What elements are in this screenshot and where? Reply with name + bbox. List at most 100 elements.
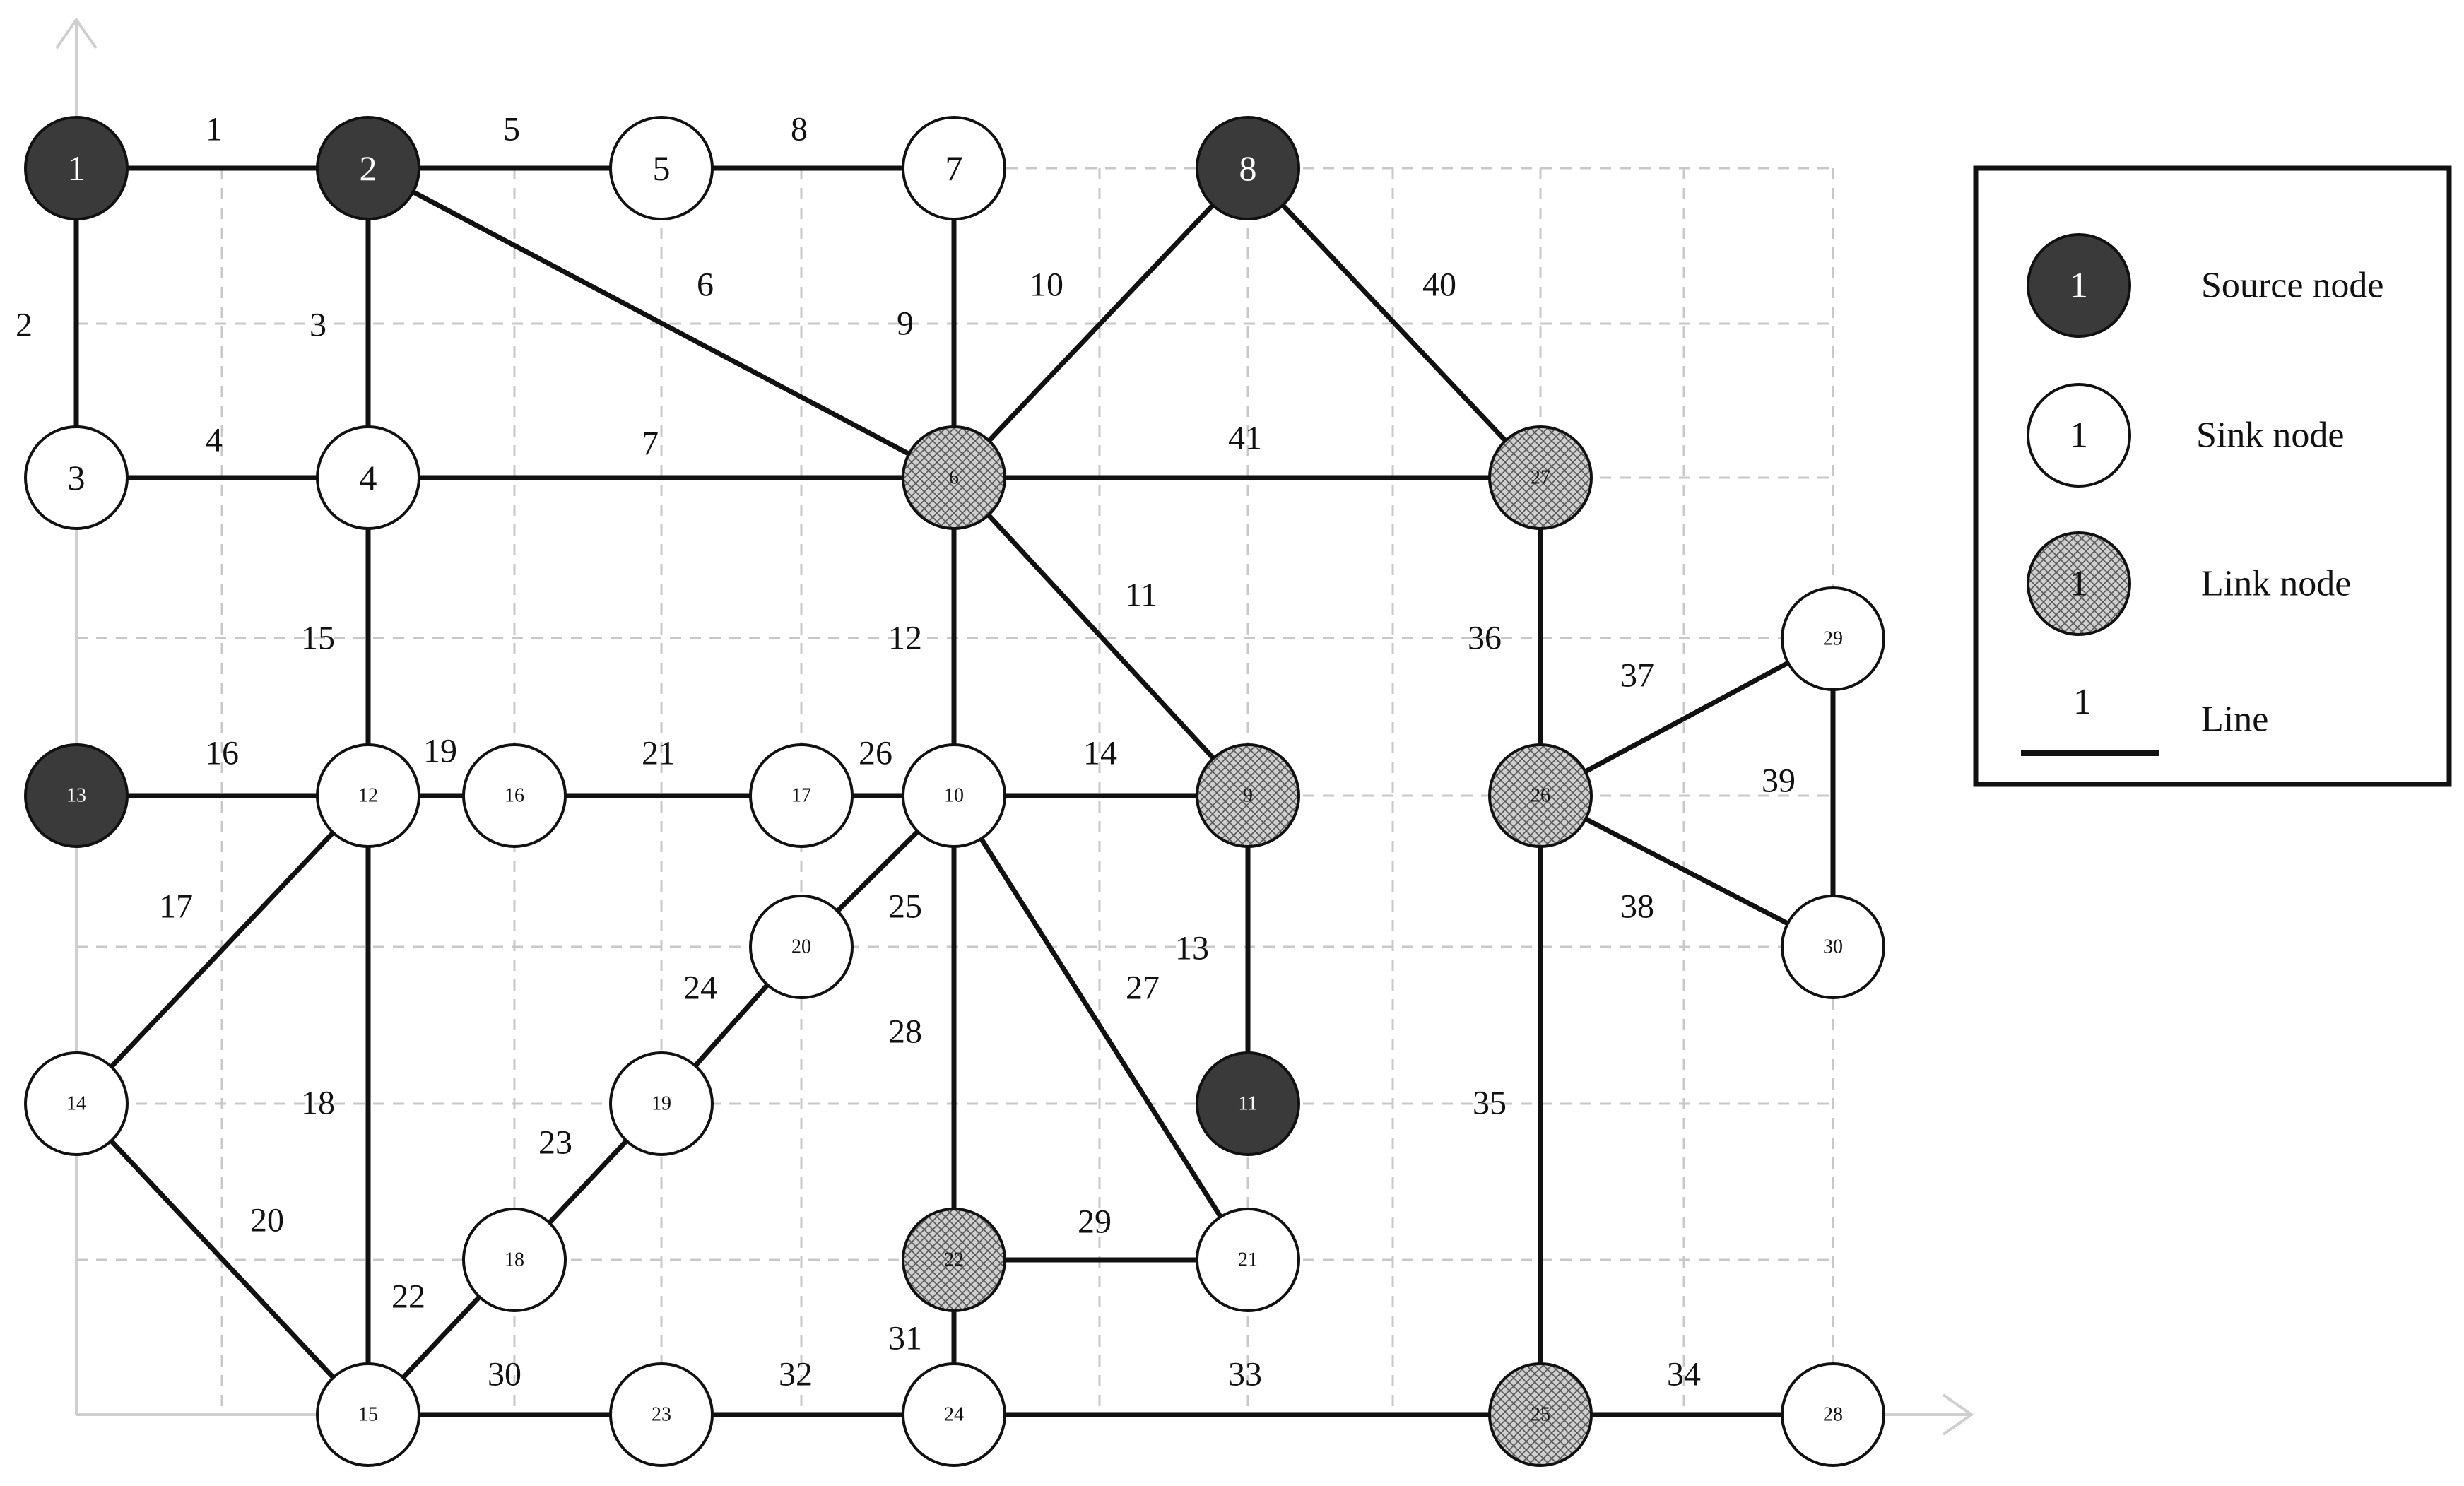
node-17: 17 bbox=[749, 743, 854, 848]
sink-node-circle bbox=[1196, 1208, 1300, 1312]
line-label-25: 25 bbox=[888, 888, 922, 926]
line-label-24: 24 bbox=[683, 969, 717, 1007]
line-label-19: 19 bbox=[423, 733, 457, 770]
line-label-20: 20 bbox=[250, 1202, 284, 1239]
line-label-10: 10 bbox=[1030, 266, 1063, 304]
line-label-37: 37 bbox=[1620, 657, 1654, 695]
line-label-8: 8 bbox=[791, 111, 808, 148]
node-30: 30 bbox=[1781, 895, 1885, 999]
sink-node-circle bbox=[902, 1362, 1006, 1467]
legend-sink-node-icon bbox=[2027, 383, 2131, 488]
line-10 bbox=[952, 166, 1250, 480]
source-node-circle bbox=[1196, 116, 1300, 220]
node-3: 3 bbox=[24, 425, 129, 530]
node-label-25: 25 bbox=[1531, 1404, 1550, 1426]
legend-link-node-icon bbox=[2027, 531, 2131, 636]
node-label-9: 9 bbox=[1243, 785, 1253, 807]
node-6: 6 bbox=[902, 425, 1006, 530]
node-13: 13 bbox=[24, 743, 129, 848]
node-label-28: 28 bbox=[1823, 1404, 1843, 1426]
node-label-18: 18 bbox=[505, 1249, 524, 1271]
node-label-24: 24 bbox=[944, 1404, 964, 1426]
line-37 bbox=[1539, 636, 1834, 798]
line-label-28: 28 bbox=[888, 1013, 922, 1051]
node-25: 25 bbox=[1488, 1362, 1593, 1467]
node-label-2: 2 bbox=[360, 148, 377, 188]
y-axis-arrowhead bbox=[55, 17, 98, 49]
node-label-13: 13 bbox=[66, 785, 86, 807]
line-label-15: 15 bbox=[301, 620, 335, 657]
node-label-19: 19 bbox=[652, 1093, 671, 1115]
link-node-circle bbox=[1488, 425, 1593, 530]
line-label-11: 11 bbox=[1125, 577, 1157, 614]
node-1: 1 bbox=[24, 116, 129, 220]
node-label-30: 30 bbox=[1823, 936, 1843, 958]
line-label-22: 22 bbox=[391, 1278, 425, 1316]
legend-source-node-icon bbox=[2027, 233, 2131, 338]
line-label-1: 1 bbox=[206, 111, 223, 148]
node-label-12: 12 bbox=[358, 785, 378, 807]
sink-node-circle bbox=[902, 743, 1006, 848]
line-20 bbox=[74, 1102, 370, 1417]
line-label-18: 18 bbox=[301, 1085, 335, 1122]
sink-node-circle bbox=[316, 743, 420, 848]
line-40 bbox=[1246, 166, 1543, 480]
line-label-9: 9 bbox=[897, 305, 914, 343]
line-label-6: 6 bbox=[697, 266, 714, 304]
sink-node-circle bbox=[1781, 586, 1885, 691]
node-14: 14 bbox=[24, 1051, 129, 1156]
legend-sink-node-symbol: 1 bbox=[2070, 415, 2088, 456]
line-label-27: 27 bbox=[1126, 969, 1160, 1007]
link-node-circle bbox=[902, 425, 1006, 530]
node-label-11: 11 bbox=[1239, 1093, 1258, 1115]
node-label-22: 22 bbox=[944, 1249, 964, 1271]
line-label-12: 12 bbox=[888, 620, 922, 657]
sink-node-circle bbox=[1781, 1362, 1885, 1467]
node-label-26: 26 bbox=[1531, 785, 1550, 807]
line-label-3: 3 bbox=[310, 307, 326, 344]
sink-node-circle bbox=[749, 743, 854, 848]
node-8: 8 bbox=[1196, 116, 1300, 220]
legend-link-node-symbol: 1 bbox=[2070, 564, 2088, 604]
line-label-33: 33 bbox=[1228, 1356, 1262, 1393]
node-11: 11 bbox=[1196, 1051, 1300, 1156]
sink-node-circle bbox=[1781, 895, 1885, 999]
sink-node-circle bbox=[609, 1362, 714, 1467]
node-5: 5 bbox=[609, 116, 714, 220]
legend-source-node-symbol: 1 bbox=[2070, 266, 2088, 306]
line-label-29: 29 bbox=[1078, 1203, 1112, 1241]
sink-node-circle bbox=[609, 1051, 714, 1156]
node-21: 21 bbox=[1196, 1208, 1300, 1312]
sink-node-circle bbox=[462, 1208, 567, 1312]
link-node-circle bbox=[1488, 1362, 1593, 1467]
sink-node-circle bbox=[902, 116, 1006, 220]
legend-source-node-label: Source node bbox=[2201, 266, 2383, 306]
node-label-16: 16 bbox=[505, 785, 524, 807]
line-label-34: 34 bbox=[1667, 1356, 1701, 1393]
node-9: 9 bbox=[1196, 743, 1300, 848]
link-node-circle bbox=[1196, 743, 1300, 848]
source-node-circle bbox=[316, 116, 420, 220]
sink-node-circle bbox=[749, 895, 854, 999]
node-19: 19 bbox=[609, 1051, 714, 1156]
source-node-circle bbox=[24, 116, 129, 220]
node-22: 22 bbox=[902, 1208, 1006, 1312]
sink-node-circle bbox=[462, 743, 567, 848]
node-label-4: 4 bbox=[360, 458, 377, 497]
line-label-40: 40 bbox=[1422, 266, 1456, 304]
node-28: 28 bbox=[1781, 1362, 1885, 1467]
node-label-15: 15 bbox=[358, 1404, 378, 1426]
line-label-4: 4 bbox=[206, 422, 223, 459]
line-label-38: 38 bbox=[1620, 888, 1654, 926]
line-label-2: 2 bbox=[16, 307, 33, 344]
node-27: 27 bbox=[1488, 425, 1593, 530]
line-27 bbox=[952, 794, 1250, 1261]
legend-link-node-label: Link node bbox=[2201, 564, 2351, 604]
node-29: 29 bbox=[1781, 586, 1885, 691]
node-label-1: 1 bbox=[68, 148, 86, 188]
line-11 bbox=[952, 476, 1250, 798]
line-label-36: 36 bbox=[1468, 620, 1502, 657]
node-label-3: 3 bbox=[68, 458, 86, 497]
